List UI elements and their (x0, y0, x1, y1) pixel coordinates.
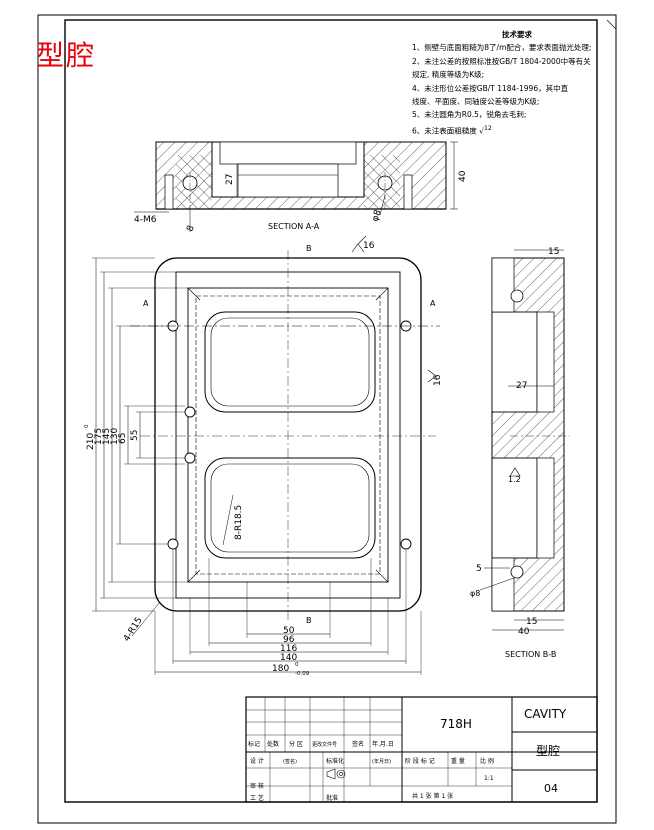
vdim-145: 145 (102, 428, 112, 445)
part-name-cn: 型腔 (536, 743, 560, 758)
rev-header-0: 标记 (248, 740, 260, 748)
material-label: 718H (440, 717, 472, 731)
role-design: 设 计 (250, 757, 264, 765)
hdim-50: 50 (283, 626, 295, 636)
bb-bottom-offset: 15 (526, 617, 537, 627)
lower-cavity (204, 457, 376, 559)
section-aa-label: SECTION A-A (268, 222, 320, 231)
hdim-180-tol-lower: -0.09 (295, 671, 310, 677)
bb-thickness: 40 (518, 627, 530, 637)
title-block: 标记 处数 分 区 更改文件号 签名 年.月.日 设 计 标准化 (签名) (年… (245, 696, 598, 803)
technical-notes: 技术要求 1、侧壁与底面粗糙为8了/m配合，要求表面抛光处理; 2、未注公差的按… (412, 28, 612, 138)
bb-small-offset: 5 (476, 564, 482, 574)
upper-cavity (204, 311, 376, 413)
role-process: 工 艺 (250, 794, 264, 802)
aa-thread-label: 4-M6 (134, 215, 157, 225)
sheet-info: 共 1 张 第 1 张 (412, 792, 453, 800)
projection-symbol (326, 768, 346, 780)
hdim-96: 96 (283, 635, 295, 645)
outer-border (37, 14, 617, 824)
role-review: 审 核 (250, 782, 264, 790)
section-mark-a-right: A (430, 299, 436, 308)
section-mark-b-top: B (306, 244, 312, 253)
rev-header-2: 分 区 (289, 740, 303, 748)
notes-title: 技术要求 (502, 30, 532, 39)
roughness-right: 16 (433, 374, 443, 386)
weight-header: 重 量 (451, 757, 465, 765)
rev-header-5: 年.月.日 (372, 740, 394, 748)
note-3: 规定, 精度等级为K级; (412, 70, 485, 80)
vdim-210-tol-upper: 0 (84, 424, 90, 428)
aa-thickness-label: 40 (458, 170, 468, 182)
rev-header-3: 更改文件号 (312, 741, 337, 748)
vdim-55: 55 (130, 430, 140, 441)
roughness-symbol-value: 12 (483, 124, 492, 132)
vdim-175: 175 (94, 428, 104, 445)
plan-view: A A B B 16 16 8-R18.5 4-R15 210 0 175 14… (84, 235, 443, 677)
aa-depth-label: 27 (225, 174, 235, 185)
bb-surface-mark: 1.2 (508, 475, 521, 484)
section-mark-b-bottom: B (306, 616, 312, 625)
note-6: 5、未注圆角为R0.5，锐角去毛刺; (412, 110, 527, 120)
vdim-210: 210 (86, 433, 96, 450)
corner-callout: 4-R15 (122, 616, 145, 644)
part-name-en: CAVITY (524, 707, 567, 721)
approve-label: 批准 (326, 794, 338, 802)
section-mark-a-left: A (143, 299, 149, 308)
roughness-symbol-icon: √ (479, 126, 484, 136)
note-5: 线度、平面度、同轴度公差等级为K级; (412, 97, 540, 107)
drawing-no: 04 (544, 782, 558, 795)
bb-width: 27 (516, 381, 527, 391)
section-aa-view: 27 40 4-M6 8 φ8 SECTION A-A (134, 141, 468, 233)
aa-pin-label: 8 (185, 224, 196, 233)
note-4: 4、未注形位公差按GB/T 1184-1996，其中直 (412, 83, 569, 93)
section-bb-view: 15 27 1.2 5 φ8 15 40 SECTION B-B (470, 247, 570, 659)
rev-header-4: 签名 (352, 740, 364, 748)
hdim-180: 180 (272, 664, 289, 674)
scale-value: 1:1 (484, 775, 494, 782)
hdim-116: 116 (280, 644, 297, 654)
aa-hole-label: φ8 (370, 208, 383, 223)
hdim-140: 140 (280, 653, 297, 663)
note-1: 1、侧壁与底面粗糙为8了/m配合，要求表面抛光处理; (412, 43, 592, 53)
std-label-2: (签名) (283, 758, 297, 765)
hdim-180-tol-upper: 0 (295, 662, 299, 668)
scale-header: 比 例 (480, 757, 494, 765)
vdim-130: 130 (110, 428, 120, 445)
bb-offset-top: 15 (548, 247, 559, 257)
stage-header: 阶 段 标 记 (405, 757, 435, 765)
bb-hole-dia: φ8 (470, 589, 480, 598)
vdim-65: 65 (118, 433, 128, 444)
rev-header-1: 处数 (267, 740, 279, 748)
roughness-top: 16 (363, 241, 375, 251)
note-2: 2、未注公差的按照标准按GB/T 1804-2000中等有关 (412, 56, 591, 66)
section-bb-label: SECTION B-B (505, 650, 556, 659)
std-label: 标准化 (326, 757, 344, 765)
std-label-3: (年月日) (372, 758, 391, 765)
note-7: 6、未注表面粗糙度 √12 (412, 124, 492, 136)
fillet-callout: 8-R18.5 (234, 505, 244, 540)
stamp-title: 型腔 (36, 39, 97, 72)
